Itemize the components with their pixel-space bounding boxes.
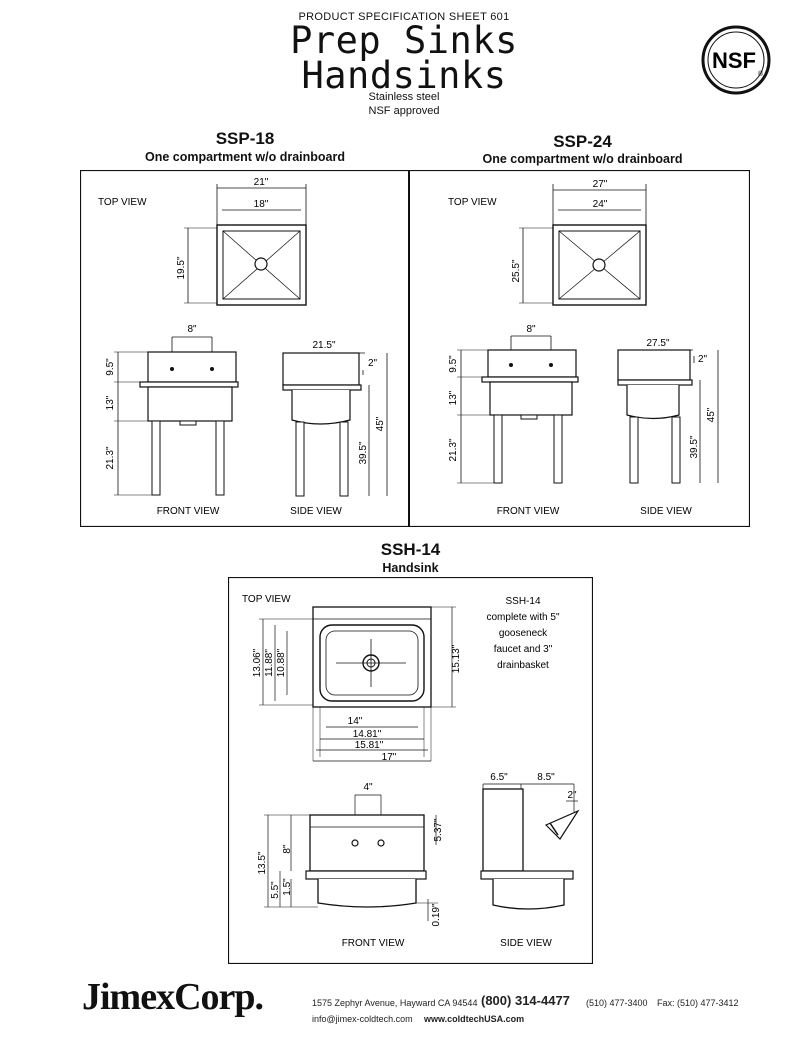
svg-text:2": 2" [368,358,378,369]
ssp24-top-view-label: TOP VIEW [448,197,497,208]
svg-text:13": 13" [105,395,116,410]
nsf-logo: NSF ® [701,25,771,95]
svg-text:19.5": 19.5" [176,256,187,279]
svg-text:9.5": 9.5" [448,355,459,373]
ssp24-description: One compartment w/o drainboard [482,152,683,166]
ssh14-description: Handsink [382,561,439,575]
svg-text:9.5": 9.5" [105,358,116,376]
svg-text:21": 21" [254,177,269,188]
sheet-label: PRODUCT SPECIFICATION SHEET 601 [298,11,510,23]
ssp24-drawing: TOP VIEW 27" 24" 25.5" 8" 9.5" 13" 21.3"… [408,170,750,527]
svg-text:25.5": 25.5" [511,259,522,282]
ssp18-side-view-label: SIDE VIEW [290,506,342,517]
svg-text:faucet and 3": faucet and 3" [494,644,553,655]
svg-text:13": 13" [448,390,459,405]
svg-text:5.37": 5.37" [433,818,444,841]
svg-text:4": 4" [363,782,373,793]
svg-text:1.5": 1.5" [282,878,293,896]
ssp18-drawing: TOP VIEW 21" 18" 19.5" 8" 9.5" 13" 21.3"… [80,170,410,527]
svg-text:21.3": 21.3" [448,438,459,461]
ssh14-front-view-label: FRONT VIEW [342,938,405,949]
ssp18-description: One compartment w/o drainboard [144,150,346,164]
svg-text:2": 2" [567,790,577,801]
nsf-logo-text: NSF [712,48,756,73]
footer-email[interactable]: info@jimex-coldtech.com [312,1014,413,1024]
svg-text:18": 18" [254,199,269,210]
footer-phone-2: (510) 477-3400 [586,998,648,1008]
ssh14-drawing: TOP VIEW SSH-14 complete with 5" goosene… [228,577,593,964]
footer-address: 1575 Zephyr Avenue, Hayward CA 94544 [312,998,478,1008]
footer-phone: (800) 314-4477 [481,993,570,1008]
footer-website[interactable]: www.coldtechUSA.com [424,1014,525,1024]
svg-text:8": 8" [187,324,197,335]
ssh14-side-view-label: SIDE VIEW [500,938,552,949]
svg-text:39.5": 39.5" [358,441,369,464]
svg-text:SSH-14: SSH-14 [505,596,540,607]
svg-text:15.81": 15.81" [355,740,384,751]
svg-text:2": 2" [698,354,708,365]
title-line-2: Handsinks [301,54,507,97]
svg-text:complete with 5": complete with 5" [486,612,559,623]
ssp24-model: SSP-24 [553,132,612,151]
svg-text:45": 45" [706,407,717,422]
subtitle-line-2: NSF approved [368,105,440,117]
ssp24-front-view-label: FRONT VIEW [497,506,560,517]
svg-text:27.5": 27.5" [646,338,669,349]
subtitle-line-1: Stainless steel [368,91,440,103]
svg-text:®: ® [758,70,764,78]
svg-text:17": 17" [382,752,397,763]
svg-text:drainbasket: drainbasket [497,660,549,671]
svg-text:13.06": 13.06" [252,648,263,677]
company-logo: JimexCorp. [82,976,264,1018]
svg-text:14": 14" [348,716,363,727]
svg-text:11.88": 11.88" [264,649,275,677]
svg-text:13.5": 13.5" [257,851,268,874]
ssh14-model: SSH-14 [380,540,441,559]
svg-text:8.5": 8.5" [537,772,555,783]
ssp24-side-view-label: SIDE VIEW [640,506,692,517]
svg-text:8": 8" [526,324,536,335]
svg-text:14.81": 14.81" [353,729,382,740]
ssp18-front-view-label: FRONT VIEW [157,506,220,517]
svg-text:15.13": 15.13" [451,644,462,673]
svg-text:21.3": 21.3" [105,446,116,469]
ssh14-top-view-label: TOP VIEW [242,594,291,605]
svg-text:6.5": 6.5" [490,772,508,783]
footer-fax: Fax: (510) 477-3412 [657,998,739,1008]
ssp18-model: SSP-18 [215,129,275,148]
svg-text:8": 8" [282,844,293,854]
svg-text:gooseneck: gooseneck [499,628,548,639]
svg-text:39.5": 39.5" [689,435,700,458]
svg-text:10.88": 10.88" [276,648,287,677]
title-line-1: Prep Sinks [290,19,518,62]
svg-text:27": 27" [593,179,608,190]
svg-text:45": 45" [375,416,386,431]
svg-text:5.5": 5.5" [270,881,281,899]
svg-text:0.19": 0.19" [431,903,442,926]
ssp18-top-view-label: TOP VIEW [98,197,147,208]
svg-text:24": 24" [593,199,608,210]
svg-text:21.5": 21.5" [312,340,335,351]
